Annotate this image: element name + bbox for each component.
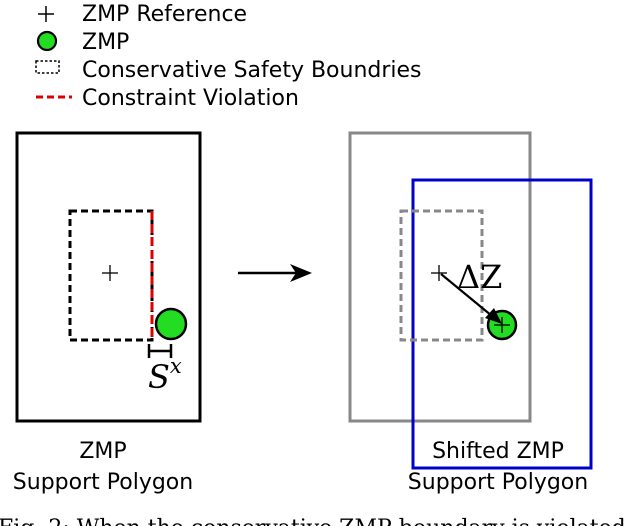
left-caption-line1: ZMP (79, 439, 126, 464)
legend-violation-label: Constraint Violation (82, 86, 299, 111)
legend-safety-icon (35, 60, 60, 74)
figure-caption: Fig. 2: When the conservative ZMP bounda… (0, 516, 626, 526)
right-shifted-reference-icon (494, 317, 510, 333)
right-caption-line2: Support Polygon (408, 470, 588, 495)
right-panel: ΔZ Shifted ZMP Support Polygon (348, 131, 593, 495)
right-original-polygon (348, 131, 532, 423)
left-offset-superscript: x (170, 354, 182, 378)
shift-arrow-icon (440, 273, 502, 324)
right-shifted-polygon (411, 178, 593, 470)
right-caption-line1: Shifted ZMP (432, 439, 564, 464)
legend-reference-icon (38, 6, 54, 22)
right-zmp-reference-icon (431, 265, 447, 281)
left-panel: Sx ZMP Support Polygon (13, 131, 202, 495)
legend-zmp-icon (36, 30, 58, 52)
legend-zmp-label: ZMP (82, 30, 129, 55)
left-zmp-point (154, 307, 188, 341)
legend-safety-label: Conservative Safety Boundries (82, 58, 422, 83)
shift-label: ΔZ (457, 258, 502, 296)
legend-reference-label: ZMP Reference (82, 2, 247, 27)
left-support-polygon (15, 131, 202, 423)
legend: ZMP Reference ZMP Conservative Safety Bo… (35, 2, 422, 111)
left-caption-line2: Support Polygon (13, 470, 193, 495)
transition-arrow-icon (238, 264, 312, 282)
right-safety-boundary (399, 209, 484, 342)
left-zmp-reference-icon (102, 265, 118, 281)
left-offset-symbol: S (148, 358, 170, 396)
left-safety-boundary (68, 209, 154, 342)
left-offset-label: Sx (148, 354, 182, 396)
left-offset-bracket (147, 344, 173, 358)
